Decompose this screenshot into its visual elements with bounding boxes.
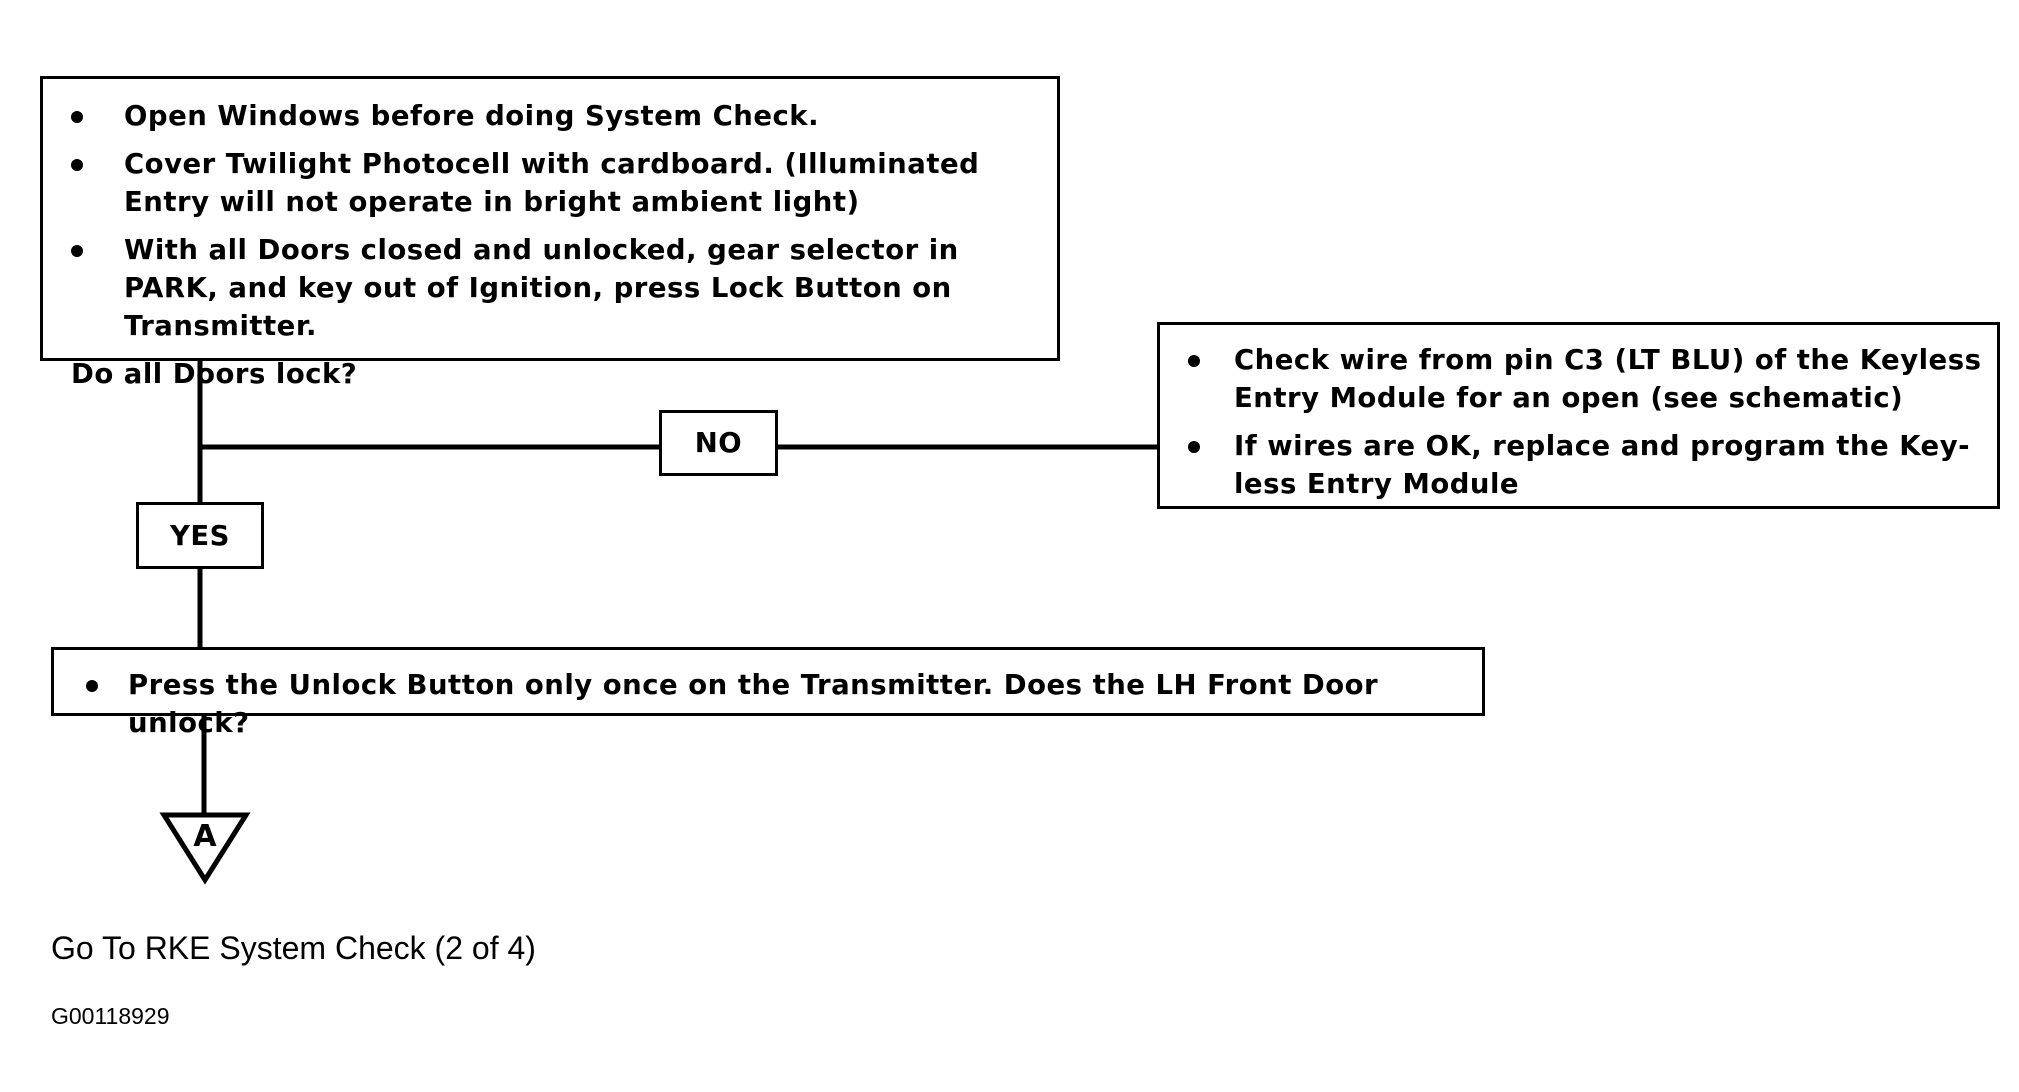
list-item: With all Doors closed and unlocked, gear… (43, 231, 1057, 345)
list-item: Open Windows before doing System Check. (43, 97, 1057, 135)
unlock-check-box: Press the Unlock Button only once on the… (51, 647, 1485, 739)
next-step-caption: Go To RKE System Check (2 of 4) (51, 930, 536, 966)
bullet-icon (1188, 441, 1200, 453)
step-text: Cover Twilight Photocell with cardboard.… (124, 148, 980, 218)
no-label: NO (694, 427, 743, 459)
list-item: Check wire from pin C3 (LT BLU) of the K… (1160, 341, 1997, 417)
decision-question: Do all Doors lock? (71, 358, 358, 390)
figure-id: G00118929 (51, 1003, 170, 1029)
bullet-icon (71, 159, 83, 171)
step-text: Check wire from pin C3 (LT BLU) of the K… (1234, 344, 1982, 414)
bullet-icon (71, 245, 83, 257)
bullet-icon (1188, 355, 1200, 367)
list-item: Cover Twilight Photocell with cardboard.… (43, 145, 1057, 221)
list-item: If wires are OK, replace and program the… (1160, 427, 1997, 503)
bullet-icon (71, 111, 83, 123)
initial-check-list: Open Windows before doing System Check. … (43, 97, 1057, 345)
initial-check-box: Open Windows before doing System Check. … (40, 76, 1060, 390)
list-item: Press the Unlock Button only once on the… (54, 666, 1482, 742)
step-text: Open Windows before doing System Check. (124, 100, 820, 132)
step-text: With all Doors closed and unlocked, gear… (124, 234, 959, 342)
bullet-icon (86, 680, 98, 692)
step-text: Press the Unlock Button only once on the… (128, 669, 1379, 739)
no-result-box: Check wire from pin C3 (LT BLU) of the K… (1157, 322, 2000, 509)
yes-label-box: YES (136, 502, 264, 569)
offpage-connector-label: A (193, 819, 217, 854)
step-text: If wires are OK, replace and program the… (1234, 430, 1971, 500)
yes-label: YES (169, 519, 230, 552)
no-label-box: NO (659, 410, 778, 476)
no-result-list: Check wire from pin C3 (LT BLU) of the K… (1160, 341, 1997, 503)
offpage-connector-triangle (159, 812, 251, 885)
